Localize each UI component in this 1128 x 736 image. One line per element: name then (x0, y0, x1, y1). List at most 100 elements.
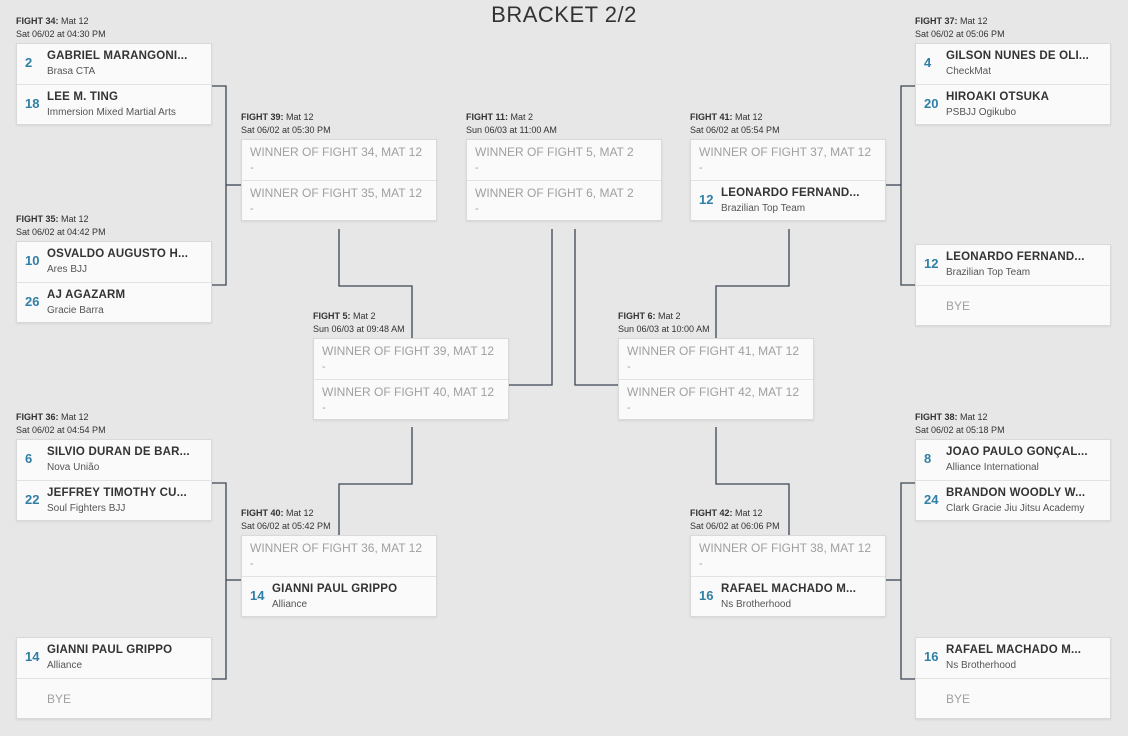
match-card[interactable]: WINNER OF FIGHT 37, MAT 12 - 12 LEONARDO… (690, 139, 886, 221)
placeholder-dash: - (475, 203, 479, 215)
match-card[interactable]: 6 SILVIO DURAN DE BAR... Nova União 22 J… (16, 439, 212, 521)
fight-time: Sat 06/02 at 05:30 PM (241, 125, 331, 135)
seed-number: 8 (924, 451, 932, 466)
placeholder-dash: - (699, 558, 703, 570)
competitor-slot[interactable]: 14 GIANNI PAUL GRIPPO Alliance (242, 576, 436, 616)
match-card[interactable]: 2 GABRIEL MARANGONI... Brasa CTA 18 LEE … (16, 43, 212, 125)
match-card[interactable]: WINNER OF FIGHT 41, MAT 12 - WINNER OF F… (618, 338, 814, 420)
pending-slot: WINNER OF FIGHT 38, MAT 12 - (691, 536, 885, 576)
competitor-slot[interactable]: 16 RAFAEL MACHADO M... Ns Brotherhood (691, 576, 885, 616)
competitor-name[interactable]: JOÃO PAULO GONÇAL... (946, 446, 1088, 458)
team-name: Ns Brotherhood (721, 599, 792, 610)
winner-placeholder: WINNER OF FIGHT 35, MAT 12 (250, 186, 423, 200)
match-card[interactable]: WINNER OF FIGHT 38, MAT 12 - 16 RAFAEL M… (690, 535, 886, 617)
fight-mat: Mat 12 (61, 214, 89, 224)
competitor-name[interactable]: HIROAKI OTSUKA (946, 91, 1050, 103)
match-card[interactable]: WINNER OF FIGHT 34, MAT 12 - WINNER OF F… (241, 139, 437, 221)
team-name: Alliance (272, 599, 308, 610)
competitor-slot[interactable]: 20 HIROAKI OTSUKA PSBJJ Ogikubo (916, 84, 1110, 124)
fight-label: FIGHT 40: (241, 508, 284, 518)
match-card[interactable]: WINNER OF FIGHT 39, MAT 12 - WINNER OF F… (313, 338, 509, 420)
match-card[interactable]: 12 LEONARDO FERNAND... Brazilian Top Tea… (915, 244, 1111, 326)
pending-slot: WINNER OF FIGHT 40, MAT 12 - (314, 379, 508, 419)
match-card[interactable]: 8 JOÃO PAULO GONÇAL... Alliance Internat… (915, 439, 1111, 521)
winner-placeholder: WINNER OF FIGHT 36, MAT 12 (250, 541, 423, 555)
competitor-name[interactable]: GIANNI PAUL GRIPPO (47, 644, 173, 656)
placeholder-dash: - (627, 402, 631, 414)
pending-slot: WINNER OF FIGHT 42, MAT 12 - (619, 379, 813, 419)
fight-time: Sun 06/03 at 09:48 AM (313, 324, 405, 334)
competitor-slot[interactable]: 18 LEE M. TING Immersion Mixed Martial A… (17, 84, 211, 124)
pending-slot: WINNER OF FIGHT 36, MAT 12 - (242, 536, 436, 576)
fight-time: Sat 06/02 at 05:54 PM (690, 125, 780, 135)
page-title: BRACKET 2/2 (491, 2, 637, 27)
fight-header: FIGHT 38: Mat 12 Sat 06/02 at 05:18 PM (915, 411, 1111, 439)
fight-label: FIGHT 11: (466, 112, 509, 122)
competitor-name[interactable]: GIANNI PAUL GRIPPO (272, 583, 398, 595)
competitor-slot[interactable]: 10 OSVALDO AUGUSTO H... Ares BJJ (17, 242, 211, 282)
competitor-name[interactable]: LEONARDO FERNAND... (946, 251, 1085, 263)
competitor-slot[interactable]: 12 LEONARDO FERNAND... Brazilian Top Tea… (916, 245, 1110, 285)
fight-header: FIGHT 40: Mat 12 Sat 06/02 at 05:42 PM (241, 507, 437, 535)
competitor-name[interactable]: OSVALDO AUGUSTO H... (47, 248, 189, 260)
seed-number: 12 (699, 192, 714, 207)
match-card[interactable]: 10 OSVALDO AUGUSTO H... Ares BJJ 26 AJ A… (16, 241, 212, 323)
fight-label: FIGHT 5: (313, 311, 351, 321)
fight-header: FIGHT 35: Mat 12 Sat 06/02 at 04:42 PM (16, 213, 212, 241)
team-name: Brasa CTA (47, 66, 96, 77)
bye-match-right-1: 12 LEONARDO FERNAND... Brazilian Top Tea… (915, 244, 1111, 326)
competitor-name[interactable]: BRANDON WOODLY W... (946, 487, 1086, 499)
competitor-slot[interactable]: 8 JOÃO PAULO GONÇAL... Alliance Internat… (916, 440, 1110, 480)
competitor-name[interactable]: RAFAEL MACHADO M... (721, 583, 857, 595)
match-card[interactable]: 14 GIANNI PAUL GRIPPO Alliance BYE (16, 637, 212, 719)
competitor-slot[interactable]: 4 GILSON NUNES DE OLI... CheckMat (916, 44, 1110, 84)
fight-label: FIGHT 42: (690, 508, 733, 518)
competitor-slot[interactable]: 6 SILVIO DURAN DE BAR... Nova União (17, 440, 211, 480)
winner-placeholder: WINNER OF FIGHT 5, MAT 2 (475, 145, 634, 159)
competitor-name[interactable]: RAFAEL MACHADO M... (946, 644, 1082, 656)
bye-label: BYE (946, 692, 971, 706)
placeholder-dash: - (322, 361, 326, 373)
competitor-name[interactable]: AJ AGAZARM (47, 289, 126, 301)
competitor-slot[interactable]: 2 GABRIEL MARANGONI... Brasa CTA (17, 44, 211, 84)
placeholder-dash: - (699, 162, 703, 174)
seed-number: 4 (924, 55, 932, 70)
competitor-slot[interactable]: 24 BRANDON WOODLY W... Clark Gracie Jiu … (916, 480, 1110, 520)
competitor-slot[interactable]: 22 JEFFREY TIMOTHY CU... Soul Fighters B… (17, 480, 211, 520)
competitor-name[interactable]: LEONARDO FERNAND... (721, 187, 860, 199)
competitor-slot[interactable]: 26 AJ AGAZARM Gracie Barra (17, 282, 211, 322)
fight-mat: Mat 12 (960, 16, 988, 26)
competitor-name[interactable]: GILSON NUNES DE OLI... (946, 50, 1090, 62)
fight-mat: Mat 12 (960, 412, 988, 422)
team-name: Alliance (47, 660, 83, 671)
seed-number: 12 (924, 256, 939, 271)
competitor-name[interactable]: SILVIO DURAN DE BAR... (47, 446, 190, 458)
competitor-slot[interactable]: 14 GIANNI PAUL GRIPPO Alliance (17, 638, 211, 678)
match-card[interactable]: 16 RAFAEL MACHADO M... Ns Brotherhood BY… (915, 637, 1111, 719)
pending-slot: WINNER OF FIGHT 6, MAT 2 - (467, 180, 661, 220)
fight-label: FIGHT 6: (618, 311, 656, 321)
match-card[interactable]: WINNER OF FIGHT 36, MAT 12 - 14 GIANNI P… (241, 535, 437, 617)
fight-mat: Mat 2 (658, 311, 681, 321)
fight-41: FIGHT 41: Mat 12 Sat 06/02 at 05:54 PM W… (690, 111, 886, 221)
seed-number: 6 (25, 451, 33, 466)
winner-placeholder: WINNER OF FIGHT 41, MAT 12 (627, 344, 800, 358)
match-card[interactable]: 4 GILSON NUNES DE OLI... CheckMat 20 HIR… (915, 43, 1111, 125)
fight-time: Sun 06/03 at 11:00 AM (466, 125, 557, 135)
fight-38: FIGHT 38: Mat 12 Sat 06/02 at 05:18 PM 8… (915, 411, 1111, 521)
pending-slot: WINNER OF FIGHT 37, MAT 12 - (691, 140, 885, 180)
match-card[interactable]: WINNER OF FIGHT 5, MAT 2 - WINNER OF FIG… (466, 139, 662, 221)
competitor-name[interactable]: GABRIEL MARANGONI... (47, 50, 188, 62)
fight-header: FIGHT 42: Mat 12 Sat 06/02 at 06:06 PM (690, 507, 886, 535)
fight-label: FIGHT 34: (16, 16, 59, 26)
team-name: Alliance International (946, 462, 1039, 473)
competitor-name[interactable]: LEE M. TING (47, 91, 119, 103)
competitor-slot[interactable]: 16 RAFAEL MACHADO M... Ns Brotherhood (916, 638, 1110, 678)
competitor-slot[interactable]: 12 LEONARDO FERNAND... Brazilian Top Tea… (691, 180, 885, 220)
pending-slot: WINNER OF FIGHT 35, MAT 12 - (242, 180, 436, 220)
fight-time: Sat 06/02 at 05:06 PM (915, 29, 1005, 39)
pending-slot: WINNER OF FIGHT 41, MAT 12 - (619, 339, 813, 379)
fight-mat: Mat 12 (61, 412, 89, 422)
competitor-name[interactable]: JEFFREY TIMOTHY CU... (47, 487, 187, 499)
team-name: Brazilian Top Team (721, 203, 806, 214)
